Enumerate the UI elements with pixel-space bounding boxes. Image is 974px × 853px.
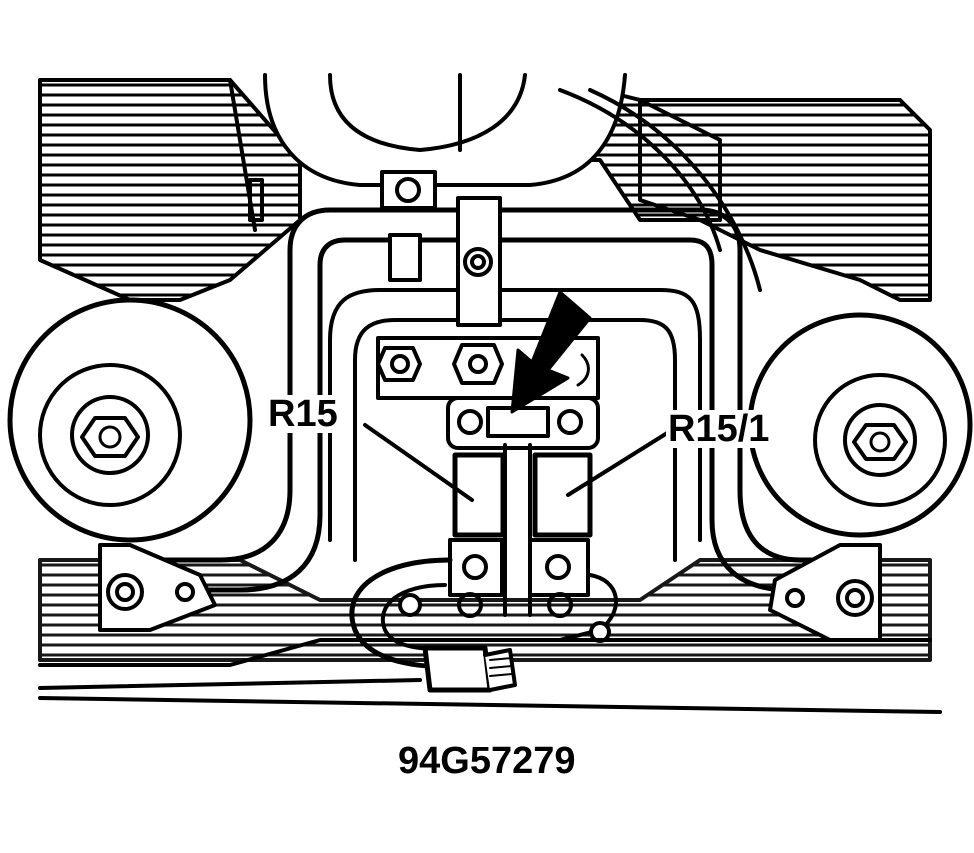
left-mounting-foot <box>98 543 217 632</box>
r15-leader-line <box>363 423 474 502</box>
left-idler-pulley <box>7 297 253 543</box>
resistor-assembly <box>376 336 600 618</box>
figure-id-label: 94G57279 <box>398 740 576 782</box>
r15-callout-label: R15 <box>266 393 340 435</box>
r15-1-callout-label: R15/1 <box>666 408 772 450</box>
bottom-frame <box>38 638 942 714</box>
u-shaped-bracket <box>137 207 873 593</box>
top-clamp <box>248 170 502 327</box>
connector-plug <box>422 645 517 693</box>
r15-1-leader-line <box>566 428 674 497</box>
indicator-arrow <box>510 290 592 414</box>
right-idler-pulley <box>747 312 973 538</box>
upper-pulley <box>228 73 762 292</box>
